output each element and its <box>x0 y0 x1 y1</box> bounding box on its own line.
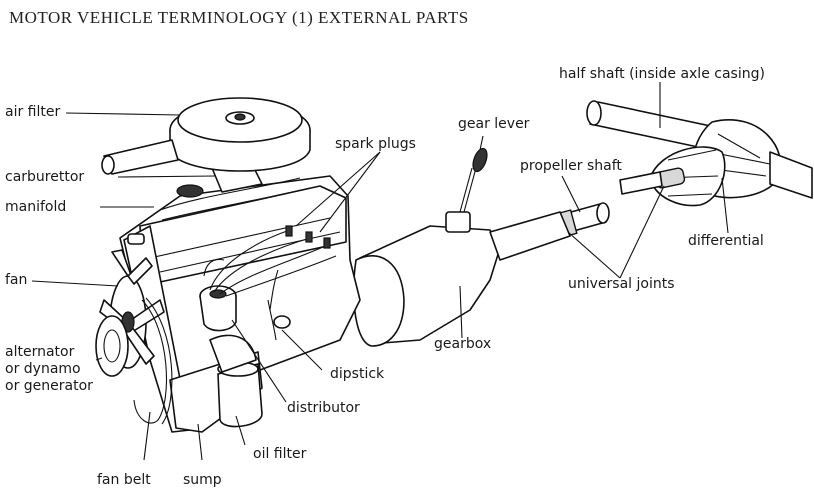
dipstick-drawing <box>267 269 291 341</box>
label-spark-plugs: spark plugs <box>335 136 416 152</box>
oil-filter-drawing <box>209 334 263 428</box>
label-oil-filter: oil filter <box>253 446 307 462</box>
label-propeller-shaft: propeller shaft <box>520 158 622 174</box>
engine-block-drawing <box>119 159 361 433</box>
label-dipstick: dipstick <box>330 366 385 382</box>
distributor-drawing <box>199 285 237 332</box>
diagram-title: MOTOR VEHICLE TERMINOLOGY (1) EXTERNAL P… <box>9 8 469 27</box>
label-alternator: alternator or dynamo or generator <box>5 344 115 395</box>
alternator-drawing <box>95 315 129 377</box>
label-gear-lever: gear lever <box>458 116 530 132</box>
label-carburettor: carburettor <box>5 169 85 185</box>
leader-lines <box>31 82 729 461</box>
label-fan-belt: fan belt <box>97 472 151 488</box>
gearbox-drawing <box>352 147 571 347</box>
label-universal-joints: universal joints <box>568 276 675 292</box>
fan-belt-drawing <box>133 297 173 425</box>
label-alternator-line: or dynamo <box>5 361 81 377</box>
label-sump: sump <box>183 472 222 488</box>
label-distributor: distributor <box>287 400 360 416</box>
label-gearbox: gearbox <box>434 336 492 352</box>
label-air-filter: air filter <box>5 104 61 120</box>
differential-nose-drawing <box>619 146 726 207</box>
label-fan: fan <box>5 272 28 288</box>
air-filter-drawing <box>101 97 311 175</box>
label-half-shaft: half shaft (inside axle casing) <box>559 66 765 82</box>
label-manifold: manifold <box>5 199 67 215</box>
label-alternator-line: alternator <box>5 344 75 360</box>
label-alternator-line: or generator <box>5 378 93 394</box>
label-differential: differential <box>688 233 764 249</box>
spark-plug-leads-drawing <box>203 225 337 297</box>
